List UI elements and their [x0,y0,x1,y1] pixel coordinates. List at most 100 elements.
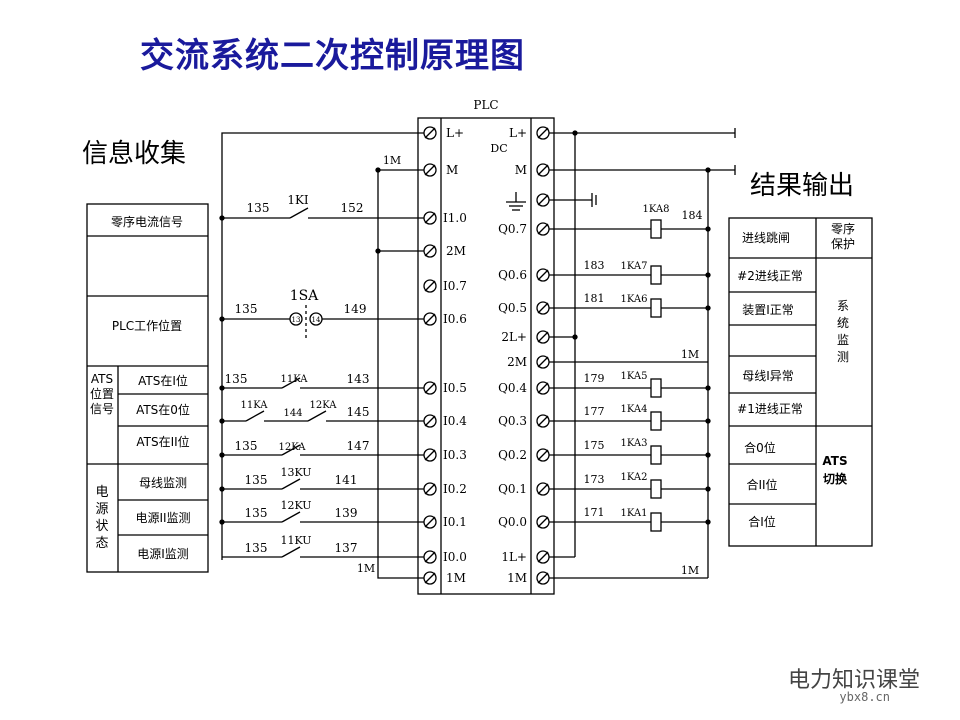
relay-1ka7: 1KA7 183 [549,259,708,285]
relay-1ka6: 1KA6 181 [549,292,708,318]
watermark: 电力知识课堂 [787,668,920,693]
terminal-i0-0: I0.0 [423,550,467,564]
svg-text:1KA4: 1KA4 [620,404,647,415]
svg-text:11KA: 11KA [240,400,268,411]
terminal-i0-3: I0.3 [423,448,467,462]
svg-text:145: 145 [347,405,370,419]
svg-text:I0.6: I0.6 [443,312,467,326]
svg-text:Q0.4: Q0.4 [498,381,527,395]
svg-text:I0.7: I0.7 [443,279,467,293]
svg-text:M: M [446,163,458,177]
svg-text:13: 13 [292,316,301,324]
zero-seq-group-label: 零序保护 [830,222,855,251]
result-heading: 结果输出 [750,171,854,201]
svg-text:1KA3: 1KA3 [620,438,647,449]
plc-label: PLC [473,98,498,112]
svg-text:14: 14 [312,316,321,324]
relay-1ka4: 1KA4 177 [549,404,708,431]
watermark-url: ybx8.cn [839,690,890,704]
svg-text:135: 135 [225,372,248,386]
terminal-1m-left: 1M [423,571,466,585]
svg-text:M: M [515,163,527,177]
svg-text:Q0.0: Q0.0 [498,515,527,529]
terminal-i1-0: I1.0 [423,211,467,225]
svg-text:179: 179 [584,372,605,385]
terminal-i0-4: I0.4 [423,414,467,428]
terminal-2l-plus: 2L+ [501,330,550,344]
svg-text:177: 177 [584,405,605,418]
svg-text:2M: 2M [507,355,527,369]
svg-text:173: 173 [584,473,605,486]
svg-text:137: 137 [335,541,358,555]
result-row-close-1: 合I位 [748,514,776,529]
info-heading: 信息收集 [82,139,186,169]
contact-1ki-label: 1KI [287,193,309,207]
svg-text:I0.0: I0.0 [443,550,467,564]
info-row-pwr1: 母线监测 [139,476,187,490]
svg-text:I0.4: I0.4 [443,414,467,428]
relay-1ka8: 1KA8 184 [549,204,708,239]
svg-text:175: 175 [584,439,605,452]
info-row-pwr2: 电源II监测 [135,511,190,525]
terminal-l-plus: L+ [423,126,464,140]
svg-text:12KA: 12KA [309,400,337,411]
terminal-1m-right: 1M [507,571,550,585]
svg-text:Q0.5: Q0.5 [498,301,527,315]
svg-text:I0.1: I0.1 [443,515,467,529]
svg-text:12KU: 12KU [280,499,311,512]
terminal-i0-6: I0.6 [423,312,467,326]
svg-text:152: 152 [341,201,364,215]
relay-1ka5: 1KA5 179 [549,371,708,398]
switch-sa-pin-13 [289,312,303,326]
svg-text:135: 135 [245,473,268,487]
relay-1ka1: 1KA1 171 [549,506,708,532]
svg-text:1KA5: 1KA5 [620,371,647,382]
terminal-q0-5: Q0.5 [498,301,550,315]
svg-text:1KA1: 1KA1 [620,508,647,519]
svg-text:I0.5: I0.5 [443,381,467,395]
sys-monitor-group-label: 系统监测 [836,299,849,364]
info-row-ats1: ATS在I位 [138,373,188,388]
relay-1ka3: 1KA3 175 [549,438,708,465]
svg-text:1M: 1M [357,562,375,575]
terminal-i0-7: I0.7 [423,279,467,293]
terminal-q0-4: Q0.4 [498,381,550,395]
result-table [728,217,873,547]
info-row-pwr3: 电源I监测 [137,547,189,561]
svg-text:1L+: 1L+ [501,550,527,564]
svg-text:1M: 1M [507,571,527,585]
switch-1sa-label: 1SA [290,288,319,304]
svg-text:135: 135 [245,541,268,555]
svg-text:147: 147 [347,439,370,453]
plc-right-terminals: L+ M Q0.7 Q0.6 Q0.5 2L+ 2M Q0.4 Q0.3 Q0.… [498,126,550,585]
terminal-r-l-plus: L+ [509,126,550,140]
terminal-i0-1: I0.1 [423,515,467,529]
info-row-ats3: ATS在II位 [136,434,189,449]
svg-text:2M: 2M [446,244,466,258]
terminal-q0-6: Q0.6 [498,268,550,282]
plc-module [417,117,555,595]
svg-text:I0.2: I0.2 [443,482,467,496]
svg-text:11KU: 11KU [280,534,311,547]
svg-text:I0.3: I0.3 [443,448,467,462]
terminal-i0-2: I0.2 [423,482,467,496]
info-table [86,203,209,573]
svg-text:2L+: 2L+ [501,330,527,344]
terminal-2m: 2M [423,244,466,258]
svg-text:Q0.3: Q0.3 [498,414,527,428]
svg-text:135: 135 [245,506,268,520]
result-row-trip: 进线跳闸 [742,231,790,245]
svg-text:I1.0: I1.0 [443,211,467,225]
svg-text:L+: L+ [509,126,527,140]
power-group-label: 电源状态 [95,485,109,551]
ats-group-label: ATS位置信号 [90,372,115,416]
result-row-dev-normal: 装置I正常 [742,303,794,317]
svg-text:Q0.2: Q0.2 [498,448,527,462]
terminal-q0-3: Q0.3 [498,414,550,428]
svg-text:L+: L+ [446,126,464,140]
svg-text:1KA2: 1KA2 [620,472,647,483]
result-row-close-0: 合0位 [744,440,776,455]
svg-text:181: 181 [584,292,605,305]
terminal-i0-5: I0.5 [423,381,467,395]
ground-icon [506,192,526,211]
